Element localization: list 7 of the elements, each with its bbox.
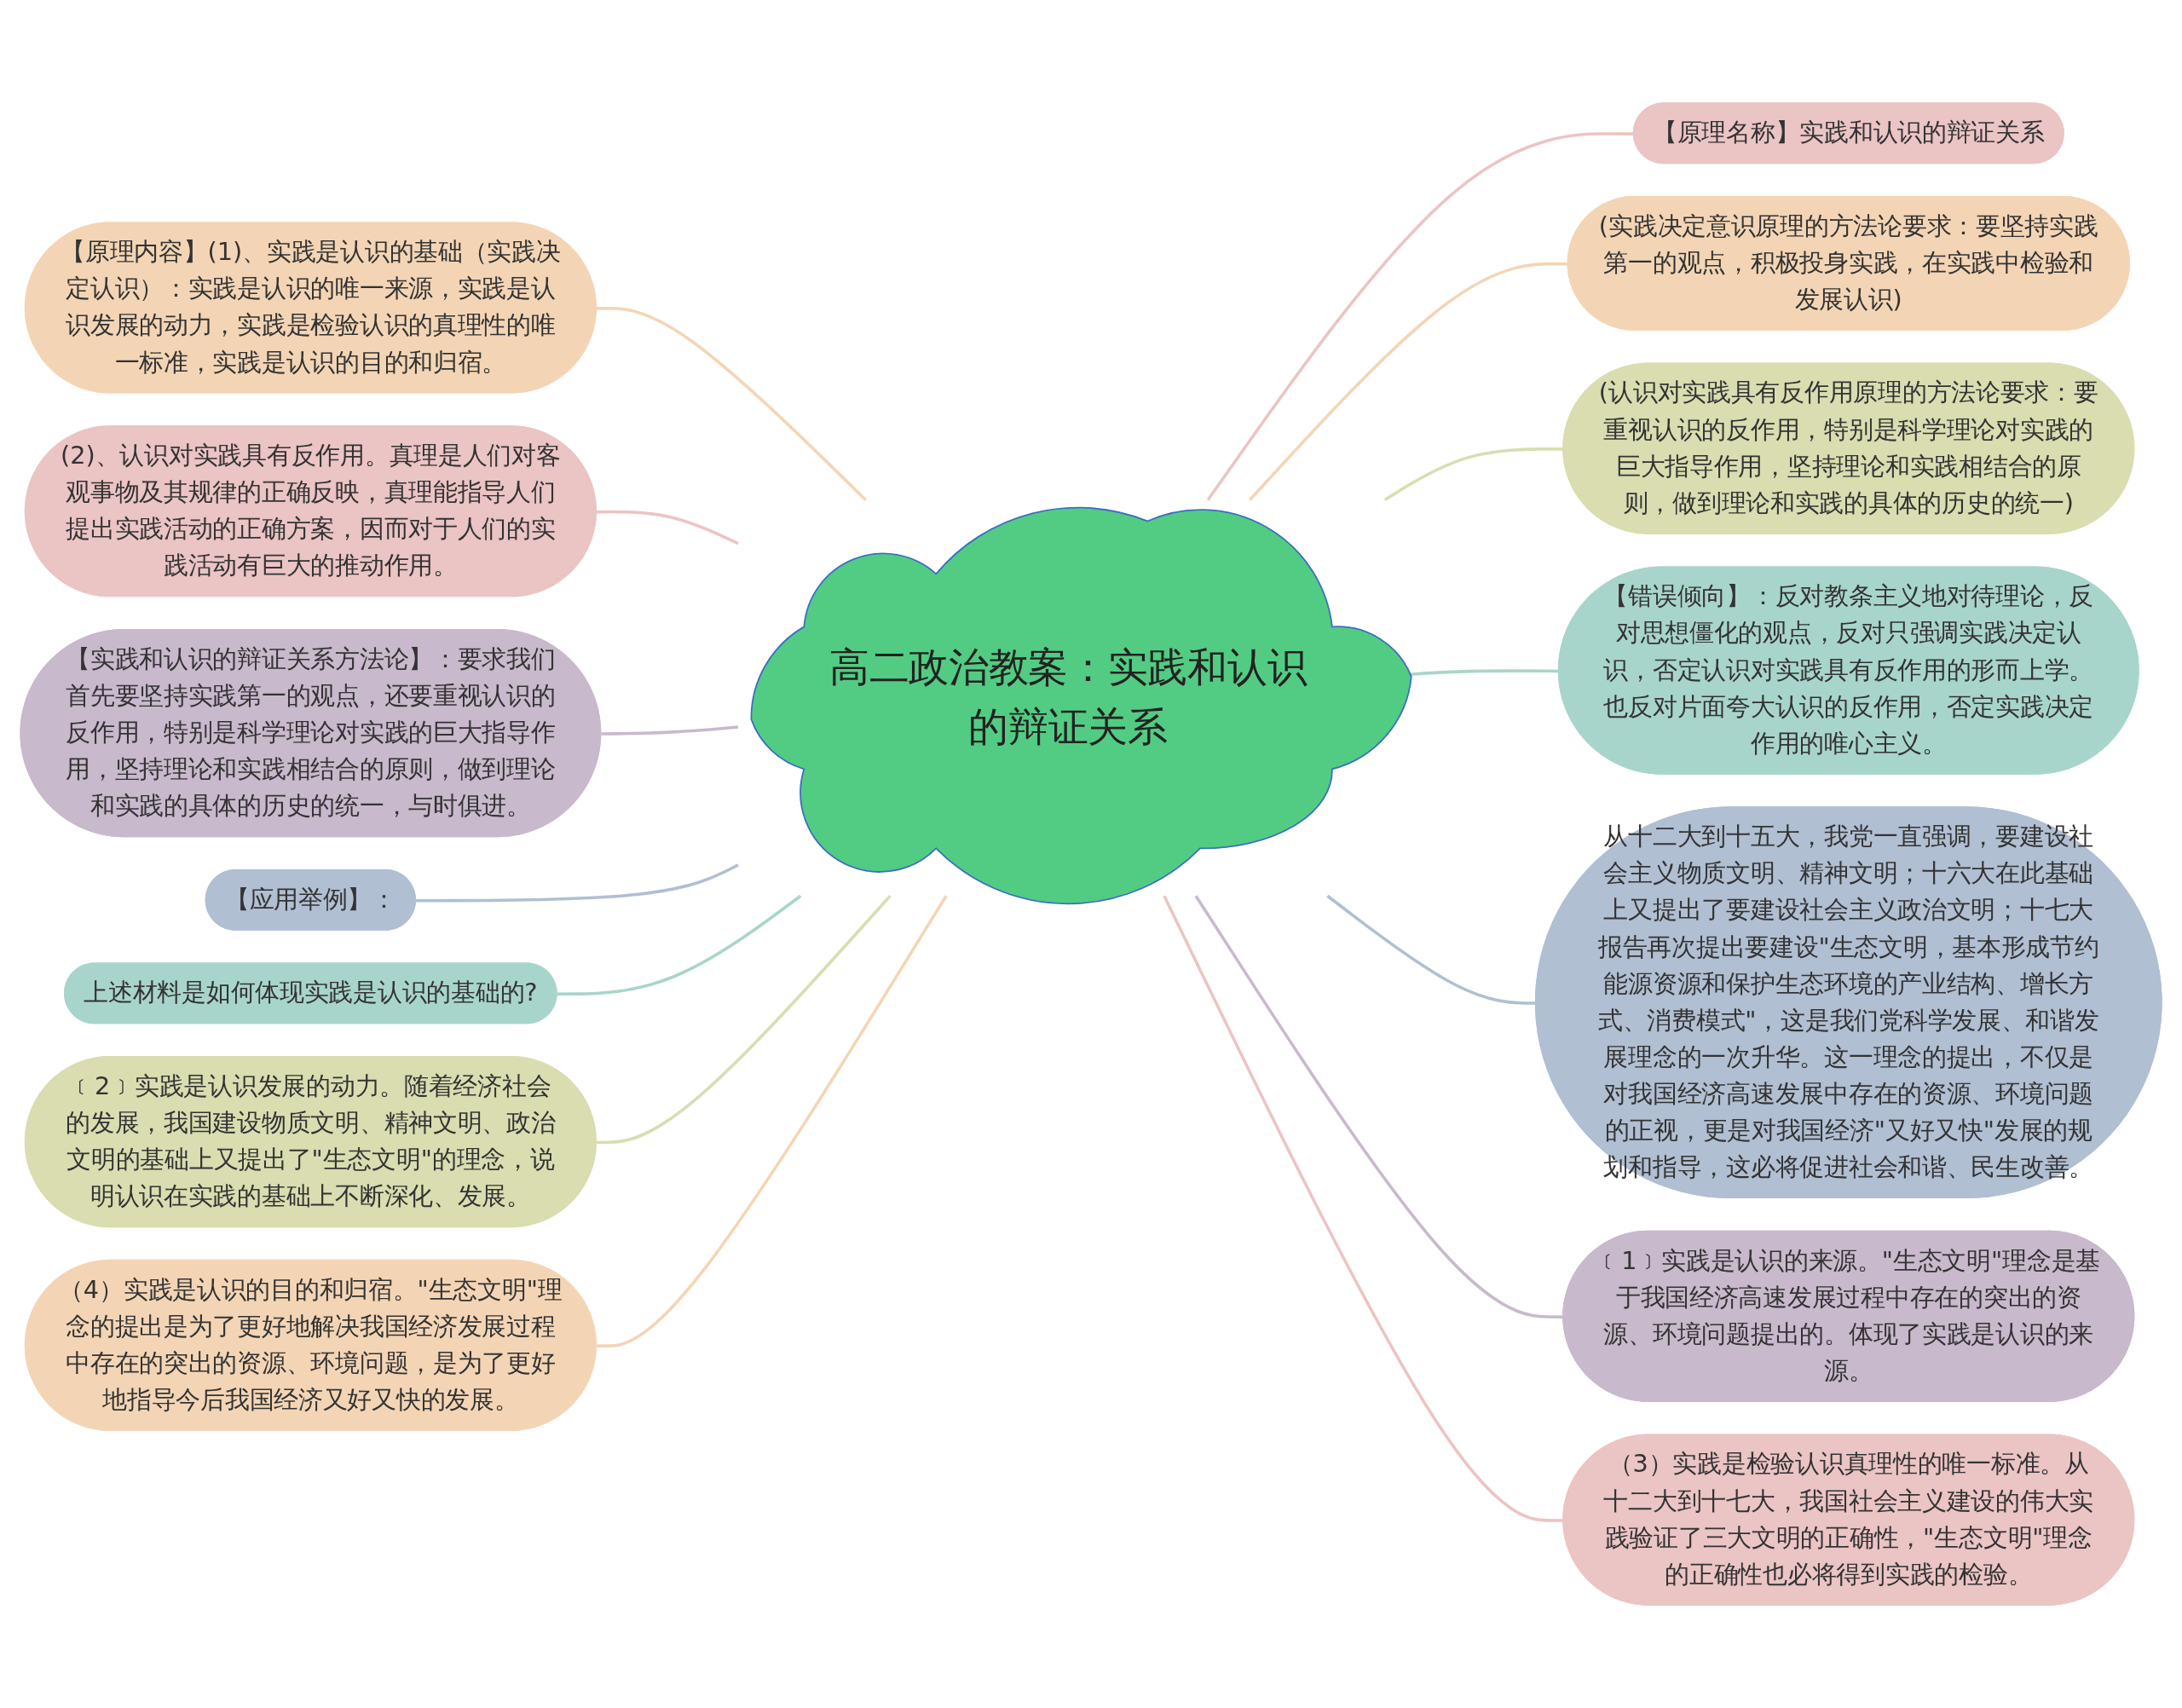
connector (601, 725, 739, 736)
connector (596, 895, 948, 1348)
connector (596, 306, 867, 501)
connector (557, 894, 802, 996)
connector (596, 895, 892, 1145)
connector (416, 863, 739, 903)
connector (596, 510, 739, 545)
